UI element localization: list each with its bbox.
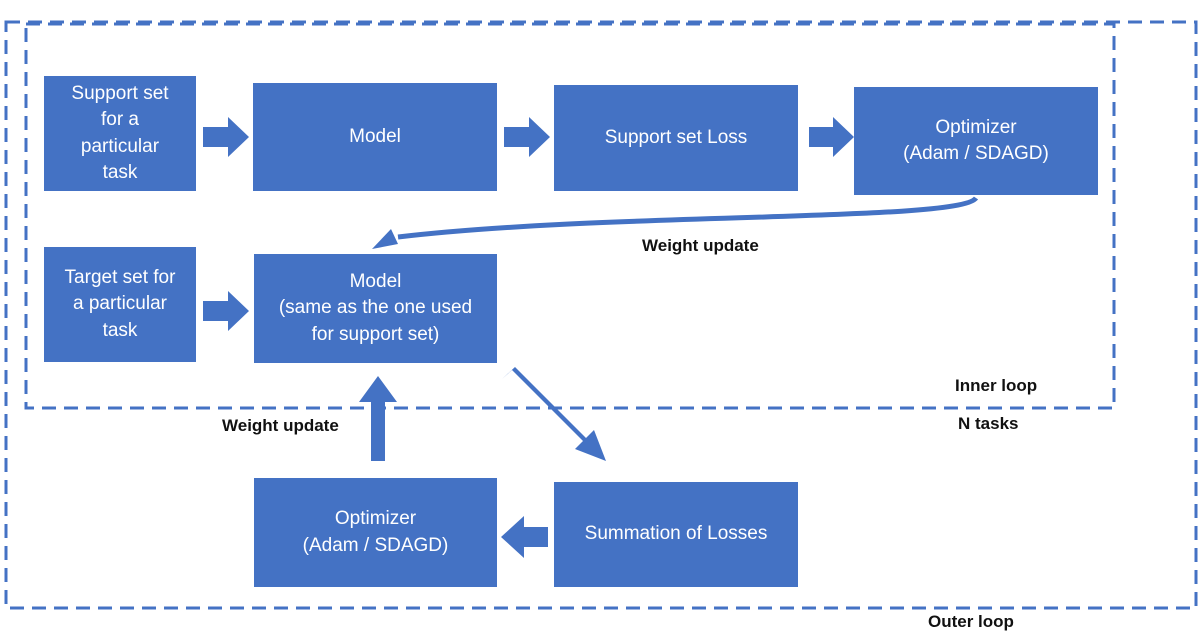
arrow-support-to-model	[203, 117, 249, 157]
arrow-summation-to-optimizer	[501, 516, 548, 558]
inner-loop-label: Inner loop	[955, 376, 1038, 395]
weight-update-inner-label: Weight update	[642, 236, 759, 255]
outer-loop-label: Outer loop	[928, 612, 1014, 631]
n-tasks-label: N tasks	[958, 414, 1019, 433]
arrow-weight-update-inner	[397, 196, 979, 240]
arrow-weight-update-inner-head	[372, 229, 398, 249]
support-set-loss-box: Support set Loss	[554, 85, 798, 191]
model-box: Model	[253, 83, 497, 191]
optimizer-bottom-box: Optimizer (Adam / SDAGD)	[254, 478, 497, 587]
inner-loop-boundary	[24, 22, 1116, 410]
optimizer-top-box: Optimizer (Adam / SDAGD)	[854, 87, 1098, 195]
support-set-box: Support set for a particular task	[44, 76, 196, 191]
target-set-box: Target set for a particular task	[44, 247, 196, 362]
arrow-model-to-loss	[504, 117, 550, 157]
outer-loop-boundary	[4, 20, 1198, 610]
weight-update-outer-label: Weight update	[222, 416, 339, 435]
summation-of-losses-box: Summation of Losses	[554, 482, 798, 587]
model-target-box: Model (same as the one used for support …	[254, 254, 497, 363]
arrow-loss-to-optimizer	[809, 117, 854, 157]
arrow-weight-update-outer	[359, 376, 397, 461]
arrow-model-to-summation	[502, 367, 606, 461]
arrow-target-to-model	[203, 291, 249, 331]
